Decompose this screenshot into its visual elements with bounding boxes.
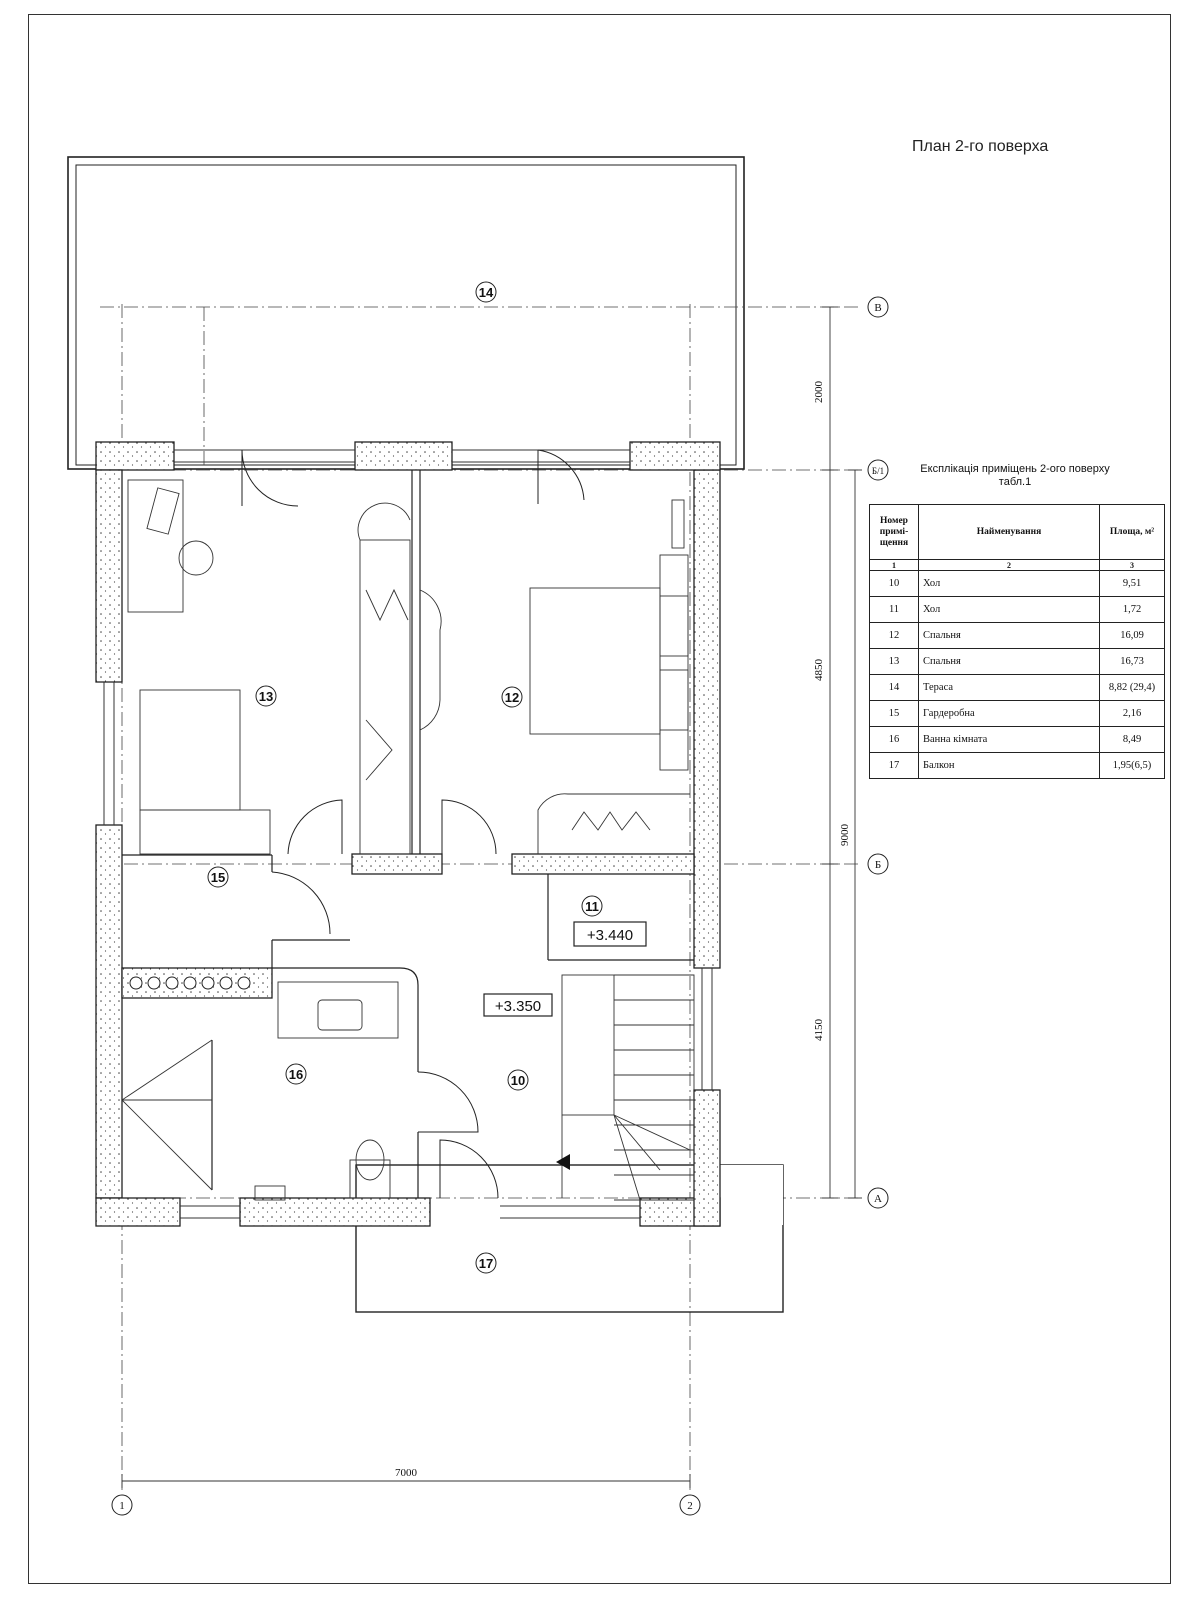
explication-title-line1: Експлікація приміщень 2-ого поверху [920,463,1110,475]
drawing-sheet-border [28,14,1171,1584]
row-number: 11 [869,596,919,623]
axis-label-a: А [874,1193,882,1205]
explication-table: Номер примі-щення Найменування Площа, м²… [869,504,1165,779]
table-row: 15 Гардеробна 2,16 [869,700,1165,727]
axis-marker-2 [679,1494,701,1516]
header-number: Номер примі-щення [869,504,919,560]
header-area: Площа, м² [1099,504,1165,560]
row-area: 9,51 [1099,570,1165,597]
room-number-16: 16 [289,1067,303,1082]
level-marks [483,921,647,1017]
drain-strip [129,976,251,990]
row-area: 2,16 [1099,700,1165,727]
table-row: 10 Хол 9,51 [869,570,1165,597]
dim-9000: 9000 [839,824,851,847]
explication-title: Експлікація приміщень 2-ого поверху табл… [880,463,1150,489]
level-box-hall [483,993,553,1017]
table-row: 11 Хол 1,72 [869,596,1165,623]
axis-markers [111,296,889,1516]
room-number-11: 11 [585,899,599,914]
axis-marker-b1 [867,459,889,481]
row-name: Гардеробна [918,700,1100,727]
stair-direction-arrow [556,1154,570,1170]
explication-header-row: Номер примі-щення Найменування Площа, м² [869,504,1165,560]
dim-2000: 2000 [813,381,825,404]
index-3: 3 [1099,559,1165,571]
partitions [122,470,694,1198]
row-name: Спальня [918,648,1100,675]
row-number: 17 [869,752,919,779]
row-name: Балкон [918,752,1100,779]
furniture [121,479,695,1201]
exterior-walls [95,441,721,1227]
explication-index-row: 1 2 3 [869,559,1165,571]
row-area: 8,49 [1099,726,1165,753]
terrace-outline [67,156,745,470]
row-area: 16,09 [1099,622,1165,649]
row-area: 16,73 [1099,648,1165,675]
row-number: 10 [869,570,919,597]
row-number: 13 [869,648,919,675]
table-row: 13 Спальня 16,73 [869,648,1165,675]
level-box-small-hall [573,921,647,947]
axis-label-v: В [874,302,881,314]
index-2: 2 [918,559,1100,571]
header-name: Найменування [918,504,1100,560]
dim-4150: 4150 [813,1019,825,1042]
row-number: 14 [869,674,919,701]
room-number-15: 15 [211,870,225,885]
dim-4850: 4850 [813,659,825,682]
room-number-13: 13 [259,689,273,704]
row-number: 15 [869,700,919,727]
axis-marker-1 [111,1494,133,1516]
axis-marker-a [867,1187,889,1209]
row-area: 1,95(6,5) [1099,752,1165,779]
row-area: 8,82 (29,4) [1099,674,1165,701]
doors [241,449,585,1199]
dimension-lines [121,306,862,1488]
row-number: 12 [869,622,919,649]
row-name: Тераса [918,674,1100,701]
index-1: 1 [869,559,919,571]
room-number-12: 12 [505,690,519,705]
axis-marker-v [867,296,889,318]
row-name: Спальня [918,622,1100,649]
table-row: 14 Тераса 8,82 (29,4) [869,674,1165,701]
axis-label-2: 2 [687,1500,693,1512]
level-small-hall: +3.440 [587,927,633,944]
windows [103,449,713,1219]
row-area: 1,72 [1099,596,1165,623]
plan-title: План 2-го поверха [912,138,1049,155]
row-number: 16 [869,726,919,753]
row-name: Хол [918,596,1100,623]
axis-label-b: Б [875,859,881,871]
dim-7000: 7000 [395,1467,418,1479]
room-number-10: 10 [511,1073,525,1088]
explication-title-line2: табл.1 [998,476,1032,488]
axis-label-1: 1 [119,1500,125,1512]
room-number-14: 14 [479,285,494,300]
axis-marker-b [867,853,889,875]
level-hall: +3.350 [495,998,541,1015]
table-row: 17 Балкон 1,95(6,5) [869,752,1165,779]
room-markers [207,281,603,1274]
row-name: Ванна кімната [918,726,1100,753]
axis-label-b1: Б/1 [872,466,884,476]
row-name: Хол [918,570,1100,597]
table-row: 12 Спальня 16,09 [869,622,1165,649]
room-number-17: 17 [479,1256,493,1271]
interior-walls [121,853,695,999]
table-row: 16 Ванна кімната 8,49 [869,726,1165,753]
